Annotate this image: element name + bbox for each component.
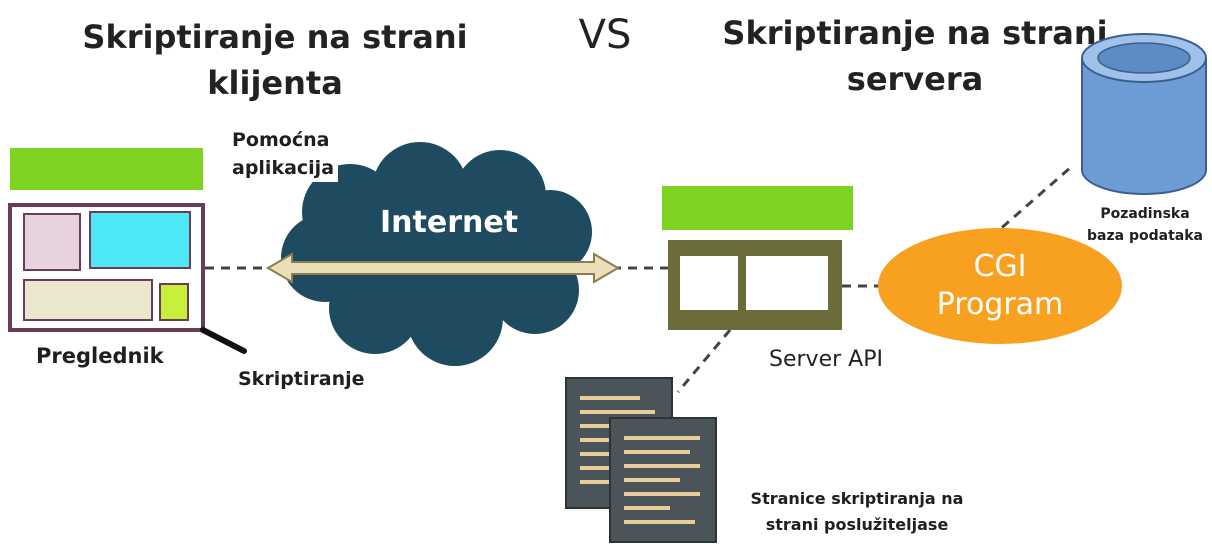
cgi-program-label-line2: Program: [936, 287, 1064, 322]
server-api-label: Server API: [769, 347, 883, 372]
database-label-line1: Pozadinska: [1100, 206, 1190, 222]
server-pages-label-line2: strani poslužiteljase: [765, 515, 949, 534]
helper-app-label: Pomoćna aplikacija: [228, 126, 339, 182]
server-pages-label: Stranice skriptiranja na strani poslužit…: [722, 486, 992, 538]
server-pane-right: [746, 256, 828, 310]
client-title: Skriptiranje na strani klijenta: [60, 14, 490, 106]
client-title-line2: klijenta: [207, 64, 343, 102]
internet-cloud: [281, 142, 592, 366]
script-page-front: [609, 417, 717, 543]
client-title-line1: Skriptiranje na strani: [82, 18, 468, 56]
browser-green-bar: [10, 148, 203, 190]
server-pages-label-line1: Stranice skriptiranja na: [750, 489, 964, 508]
cgi-program-label-line1: CGI: [973, 249, 1027, 284]
browser-pane-cyan: [89, 211, 191, 269]
connectors: [205, 166, 1071, 393]
helper-app-label-line1: Pomoćna: [232, 129, 330, 151]
server-to-pages-connector: [676, 329, 732, 393]
helper-app-label-line2: aplikacija: [232, 157, 335, 179]
server-pane-left: [680, 256, 738, 310]
scripting-pointer: [200, 327, 247, 354]
cgi-program-oval: [878, 228, 1122, 344]
versus-label: VS: [578, 12, 632, 58]
browser-pane-beige: [23, 279, 153, 321]
server-title-line1: Skriptiranje na strani: [722, 14, 1108, 52]
browser-label: Preglednik: [36, 344, 164, 368]
browser-pane-pink: [23, 213, 81, 271]
database-icon: [1081, 33, 1207, 195]
server-title-line2: servera: [846, 60, 984, 98]
database-label: Pozadinska baza podataka: [1082, 203, 1208, 247]
cgi-program-label: CGI Program: [900, 248, 1100, 324]
bidirectional-arrow: [266, 252, 620, 284]
scripting-label: Skriptiranje: [238, 368, 365, 390]
browser-pane-lime: [159, 283, 189, 321]
server-title: Skriptiranje na strani servera: [720, 10, 1110, 102]
internet-label: Internet: [380, 205, 519, 240]
server-green-bar: [662, 186, 853, 230]
database-label-line2: baza podataka: [1087, 228, 1203, 244]
cgi-to-database-connector: [989, 166, 1071, 240]
